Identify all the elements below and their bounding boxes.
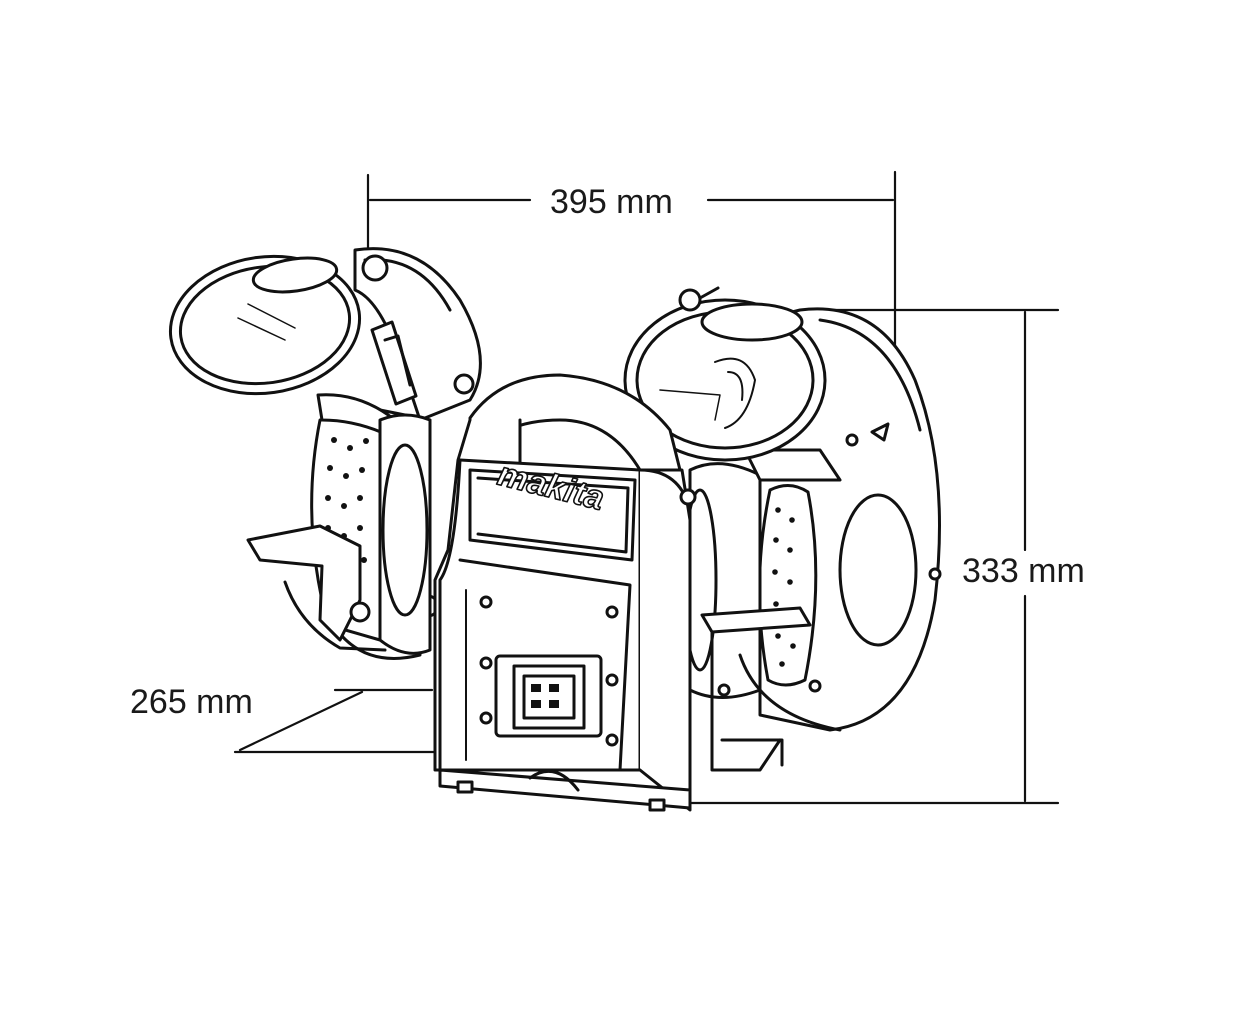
motor-housing: makita — [433, 373, 697, 812]
dimension-lines — [233, 170, 1060, 805]
height-dimension-label: 333 mm — [958, 551, 1089, 591]
right-wheel-dots — [772, 507, 796, 667]
left-wheel-assembly — [168, 247, 482, 660]
depth-dimension-label: 265 mm — [126, 682, 257, 722]
width-dimension-label: 395 mm — [546, 182, 677, 222]
right-wheel-assembly — [623, 286, 942, 772]
